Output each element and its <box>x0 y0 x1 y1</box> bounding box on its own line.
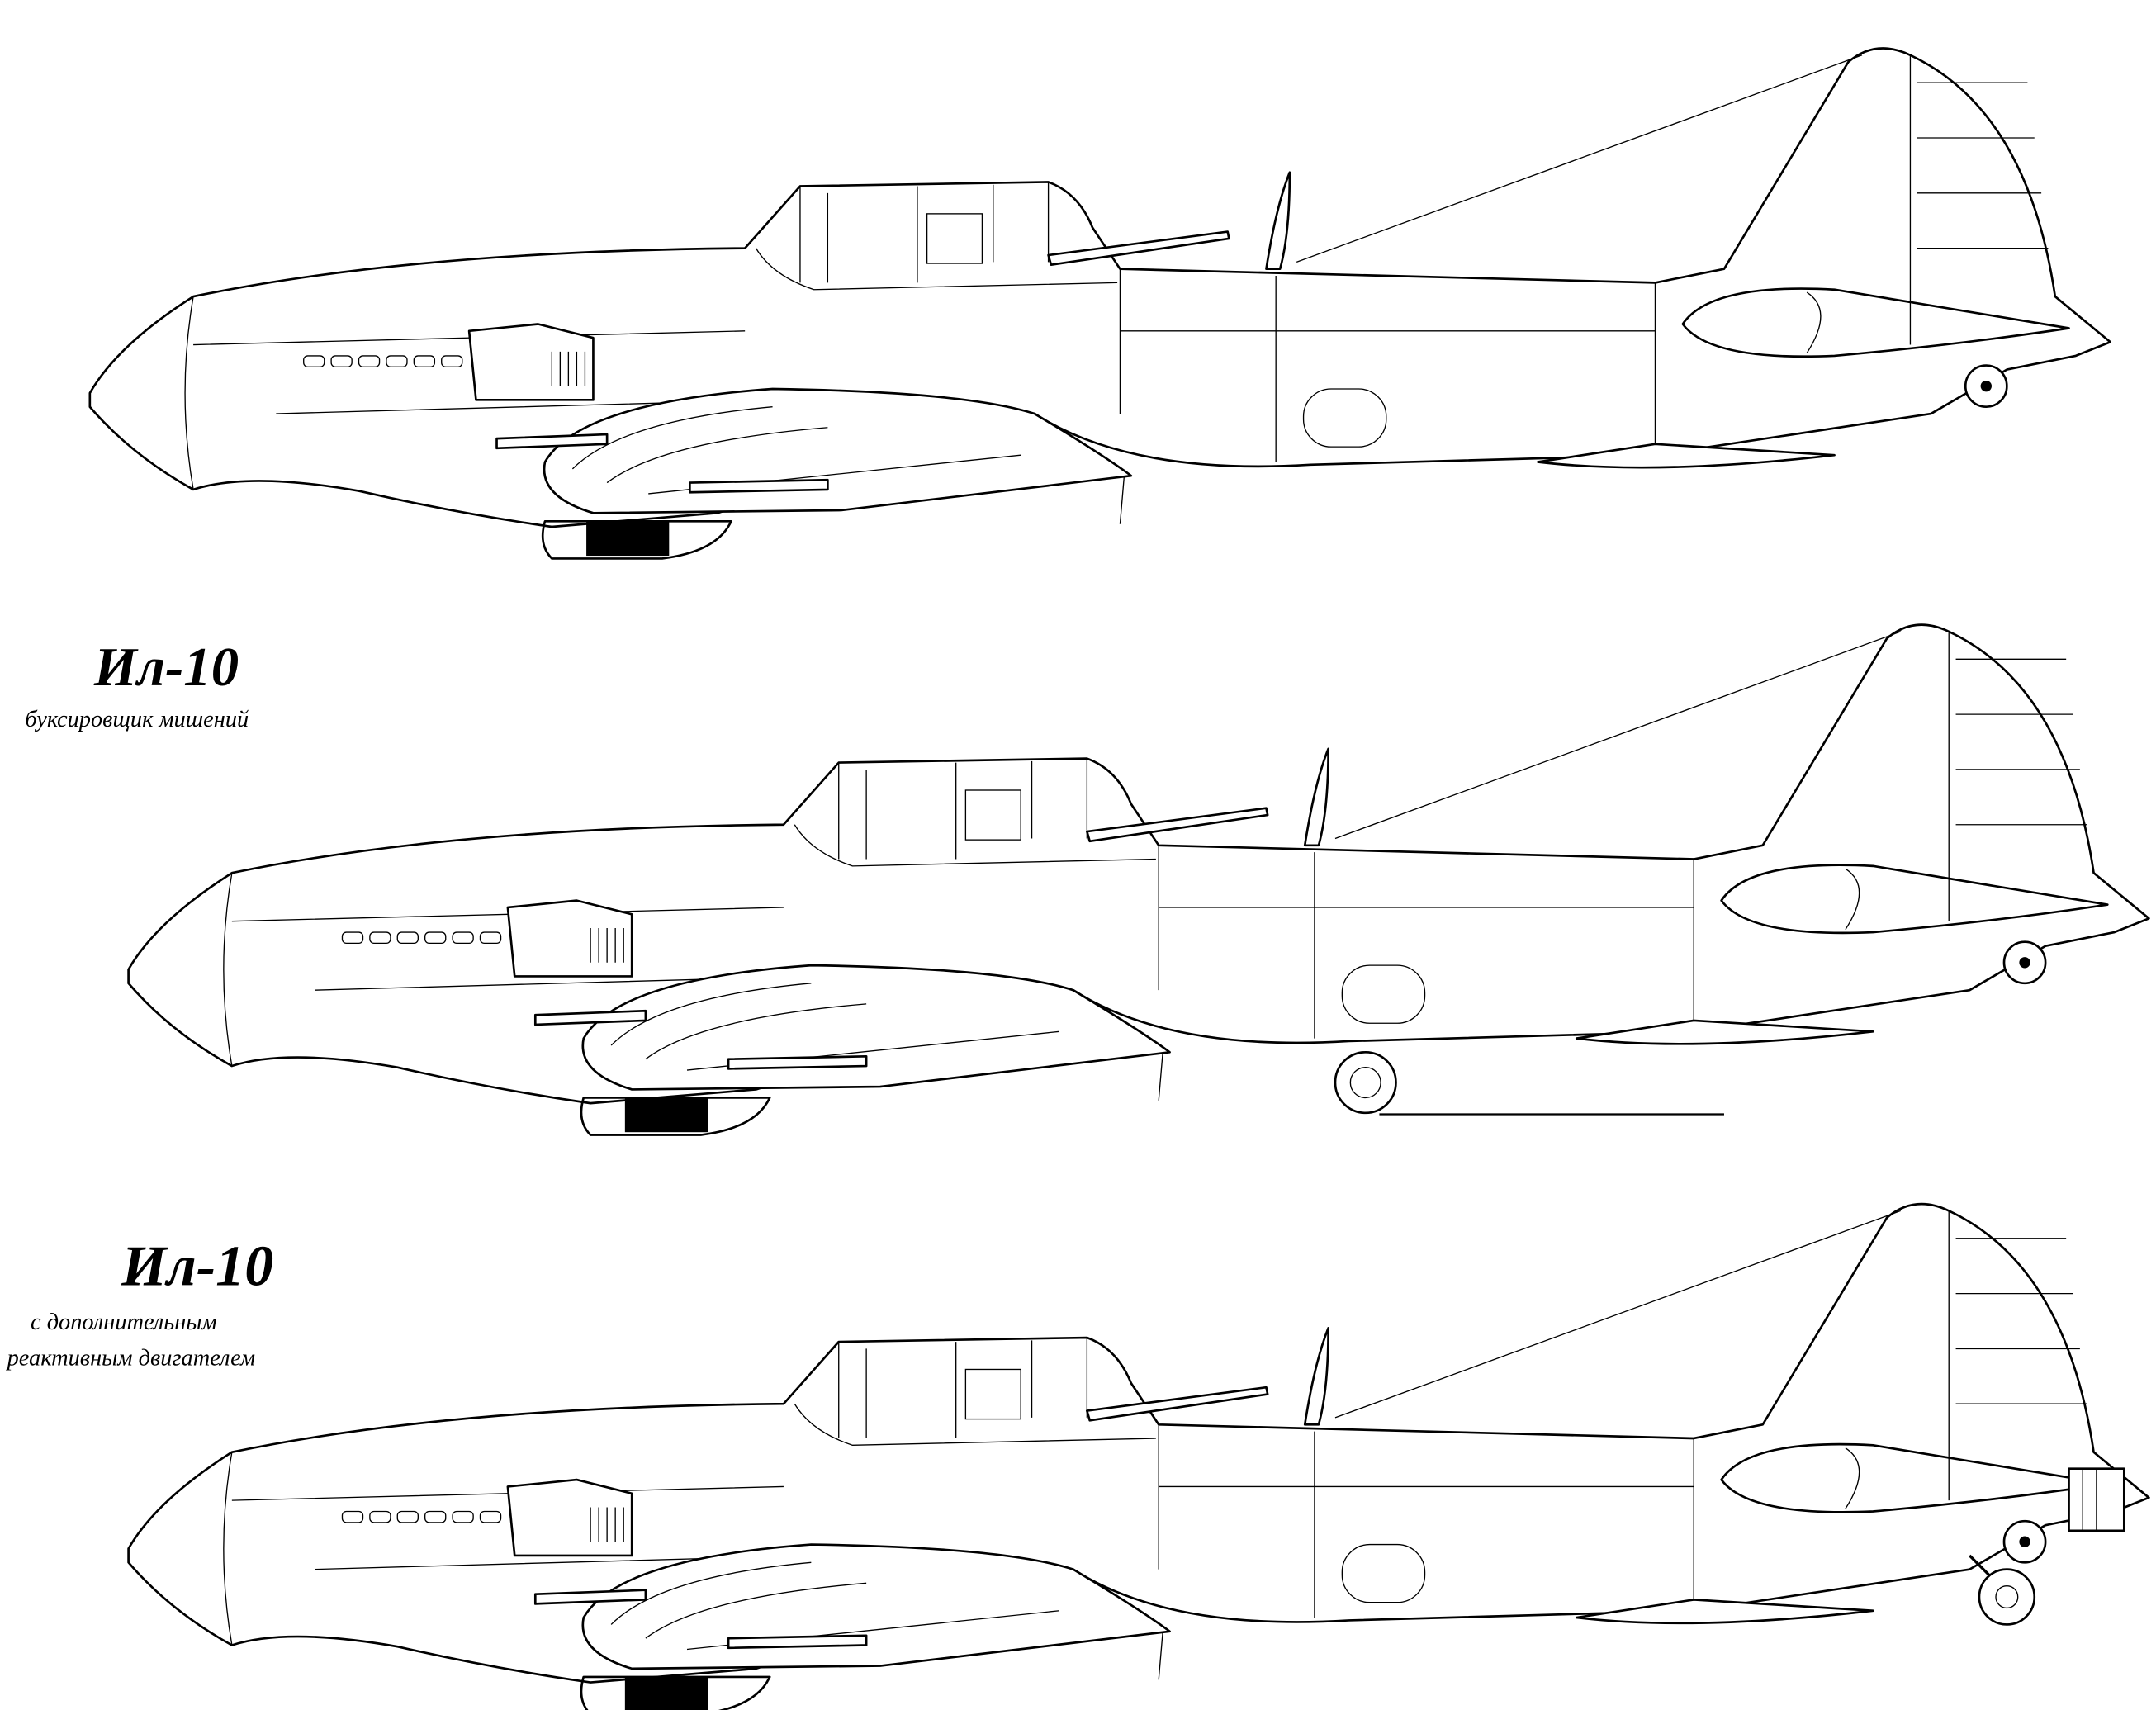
caption-subtitle-line2: реактивным двигателем <box>6 1345 256 1371</box>
caption-title: Ил-10 <box>121 1234 273 1299</box>
aircraft-standard <box>88 47 2111 560</box>
tow-winch-wheel <box>1334 1050 1397 1115</box>
jet-engine-nozzle <box>2068 1467 2125 1532</box>
caption-subtitle-line1: с дополнительным <box>31 1310 217 1335</box>
aircraft-target-tug <box>127 623 2150 1136</box>
caption-jet-booster: Ил-10 с дополнительным реактивным двигат… <box>6 1234 274 1371</box>
caption-target-tug: Ил-10 буксировщик мишений <box>25 637 249 732</box>
caption-subtitle: буксировщик мишений <box>25 707 249 732</box>
aircraft-jet-booster <box>127 1202 2150 1710</box>
caption-title: Ил-10 <box>93 637 239 698</box>
tail-wheel-extended <box>1969 1554 2036 1626</box>
